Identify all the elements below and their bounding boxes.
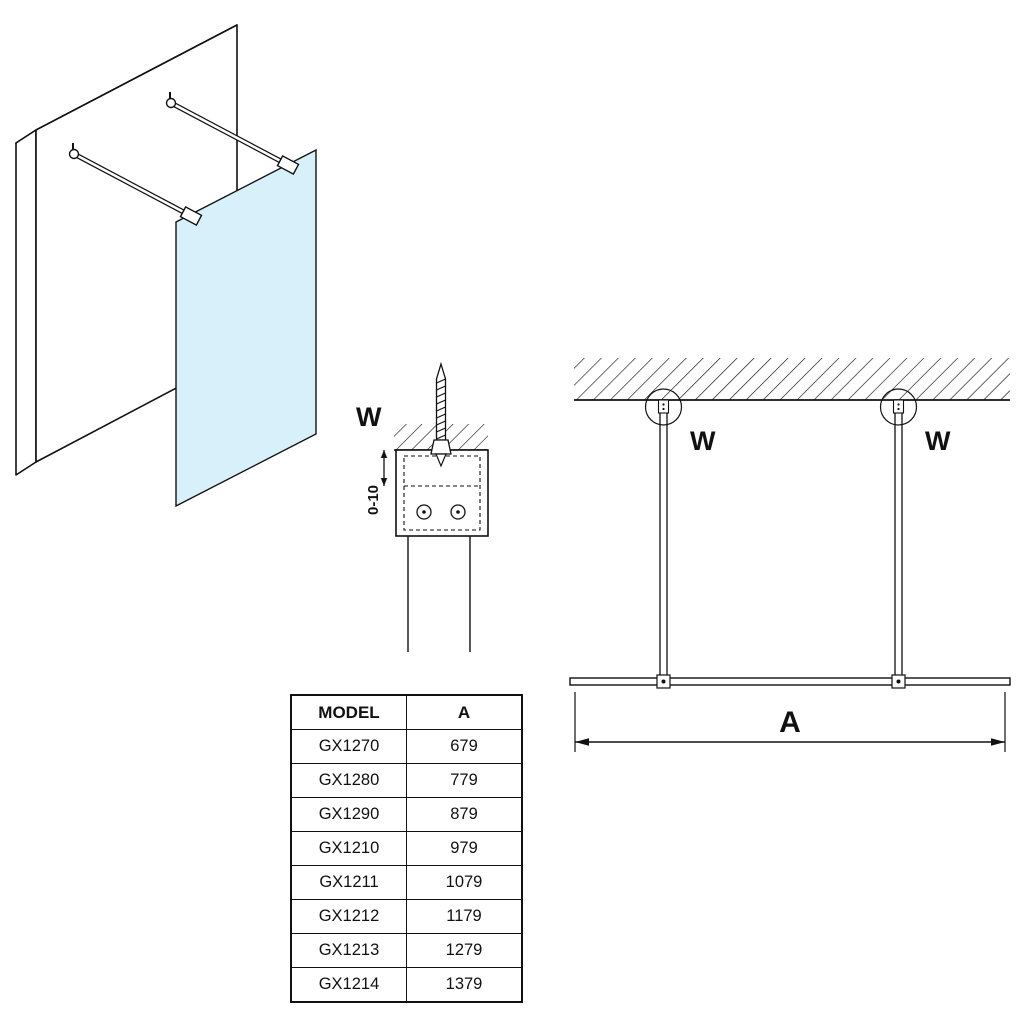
front-view: W W A bbox=[569, 358, 1011, 752]
wall-mount-left bbox=[657, 399, 670, 414]
ceiling-hatching bbox=[574, 358, 1010, 400]
support-bar-upper bbox=[165, 92, 292, 169]
model-cell: GX1214 bbox=[290, 967, 407, 1003]
adjust-range-label: 0-10 bbox=[365, 485, 382, 515]
support-bar-lower bbox=[68, 143, 195, 220]
adjust-dimension: 0-10 bbox=[365, 450, 388, 515]
detail-callout-left bbox=[644, 388, 683, 426]
model-cell: GX1213 bbox=[290, 933, 407, 968]
table-row: GX1290 879 bbox=[290, 797, 523, 832]
table-row: GX1270 679 bbox=[290, 729, 523, 764]
table-header-row: MODEL A bbox=[290, 694, 523, 730]
model-dimension-table: MODEL A GX1270 679 GX1280 779 GX1290 879… bbox=[290, 694, 523, 1003]
model-cell: GX1210 bbox=[290, 831, 407, 866]
front-w-label-left: W bbox=[690, 426, 716, 456]
table-row: GX1214 1379 bbox=[290, 967, 523, 1003]
a-cell: 879 bbox=[406, 797, 523, 832]
a-cell: 1379 bbox=[406, 967, 523, 1003]
table-row: GX1211 1079 bbox=[290, 865, 523, 900]
a-cell: 979 bbox=[406, 831, 523, 866]
support-bar-right bbox=[894, 399, 903, 683]
wall-side-face bbox=[15, 129, 37, 476]
isometric-view bbox=[15, 24, 317, 508]
model-cell: GX1211 bbox=[290, 865, 407, 900]
a-cell: 1279 bbox=[406, 933, 523, 968]
detail-w-label: W bbox=[356, 402, 382, 432]
support-bar-left bbox=[659, 399, 668, 683]
glass-clamp-left bbox=[656, 674, 671, 689]
glass-clamp-lower bbox=[179, 205, 203, 227]
a-cell: 779 bbox=[406, 763, 523, 798]
table-row: GX1212 1179 bbox=[290, 899, 523, 934]
anchor-screw bbox=[430, 361, 452, 468]
front-w-label-right: W bbox=[925, 426, 951, 456]
glass-clamp-upper bbox=[276, 154, 300, 176]
width-dimension: A bbox=[574, 692, 1006, 752]
a-cell: 1079 bbox=[406, 865, 523, 900]
glass-panel-section bbox=[569, 677, 1011, 686]
a-cell: 1179 bbox=[406, 899, 523, 934]
table-row: GX1280 779 bbox=[290, 763, 523, 798]
model-cell: GX1280 bbox=[290, 763, 407, 798]
table-row: GX1210 979 bbox=[290, 831, 523, 866]
table-row: GX1213 1279 bbox=[290, 933, 523, 968]
bracket-screws bbox=[416, 504, 466, 520]
table-header-model: MODEL bbox=[290, 694, 407, 730]
wall-mount-right bbox=[892, 399, 905, 414]
width-dimension-label: A bbox=[779, 706, 801, 739]
model-cell: GX1290 bbox=[290, 797, 407, 832]
glass-clamp-right bbox=[891, 674, 906, 689]
table-header-a: A bbox=[406, 694, 523, 730]
mount-detail-view: W bbox=[356, 361, 489, 652]
detail-callout-right bbox=[879, 388, 918, 426]
glass-edge-lines bbox=[407, 536, 471, 652]
model-cell: GX1212 bbox=[290, 899, 407, 934]
a-cell: 679 bbox=[406, 729, 523, 764]
model-cell: GX1270 bbox=[290, 729, 407, 764]
glass-panel bbox=[175, 148, 317, 508]
